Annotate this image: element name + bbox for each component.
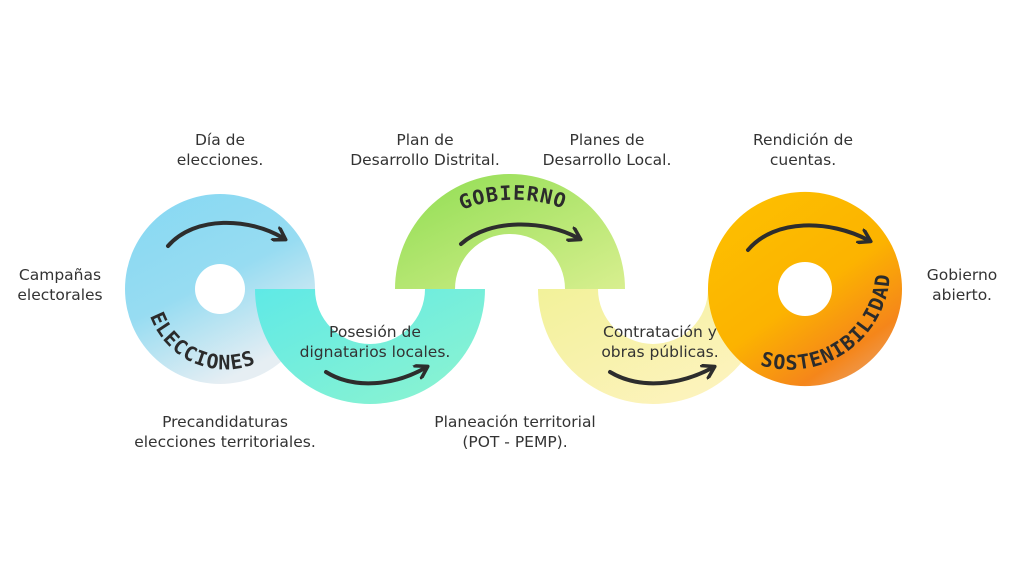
label-contratacion: Contratación y obras públicas. xyxy=(601,323,719,361)
label-planes-local: Planes de Desarrollo Local. xyxy=(542,131,672,169)
label-rendicion: Rendición de cuentas. xyxy=(752,131,854,169)
arrow-sostenibilidad xyxy=(746,223,868,252)
arrow-contratacion xyxy=(608,368,712,386)
arrow-gobierno xyxy=(459,222,578,246)
label-planeacion: Planeación territorial (POT - PEMP). xyxy=(434,413,596,451)
label-campanas: Campañas electorales xyxy=(17,266,103,304)
label-gobierno-abierto: Gobierno abierto. xyxy=(926,266,998,304)
label-precandidaturas: Precandidaturas elecciones territoriales… xyxy=(134,413,316,451)
label-dia-elecciones: Día de elecciones. xyxy=(176,131,264,169)
label-posesion: Posesión de dignatarios locales. xyxy=(299,323,451,361)
label-plan-distrital: Plan de Desarrollo Distrital. xyxy=(350,131,500,169)
arrow-posesion xyxy=(324,368,425,386)
arrow-elecciones xyxy=(166,220,283,248)
gobierno-arc xyxy=(395,174,625,289)
